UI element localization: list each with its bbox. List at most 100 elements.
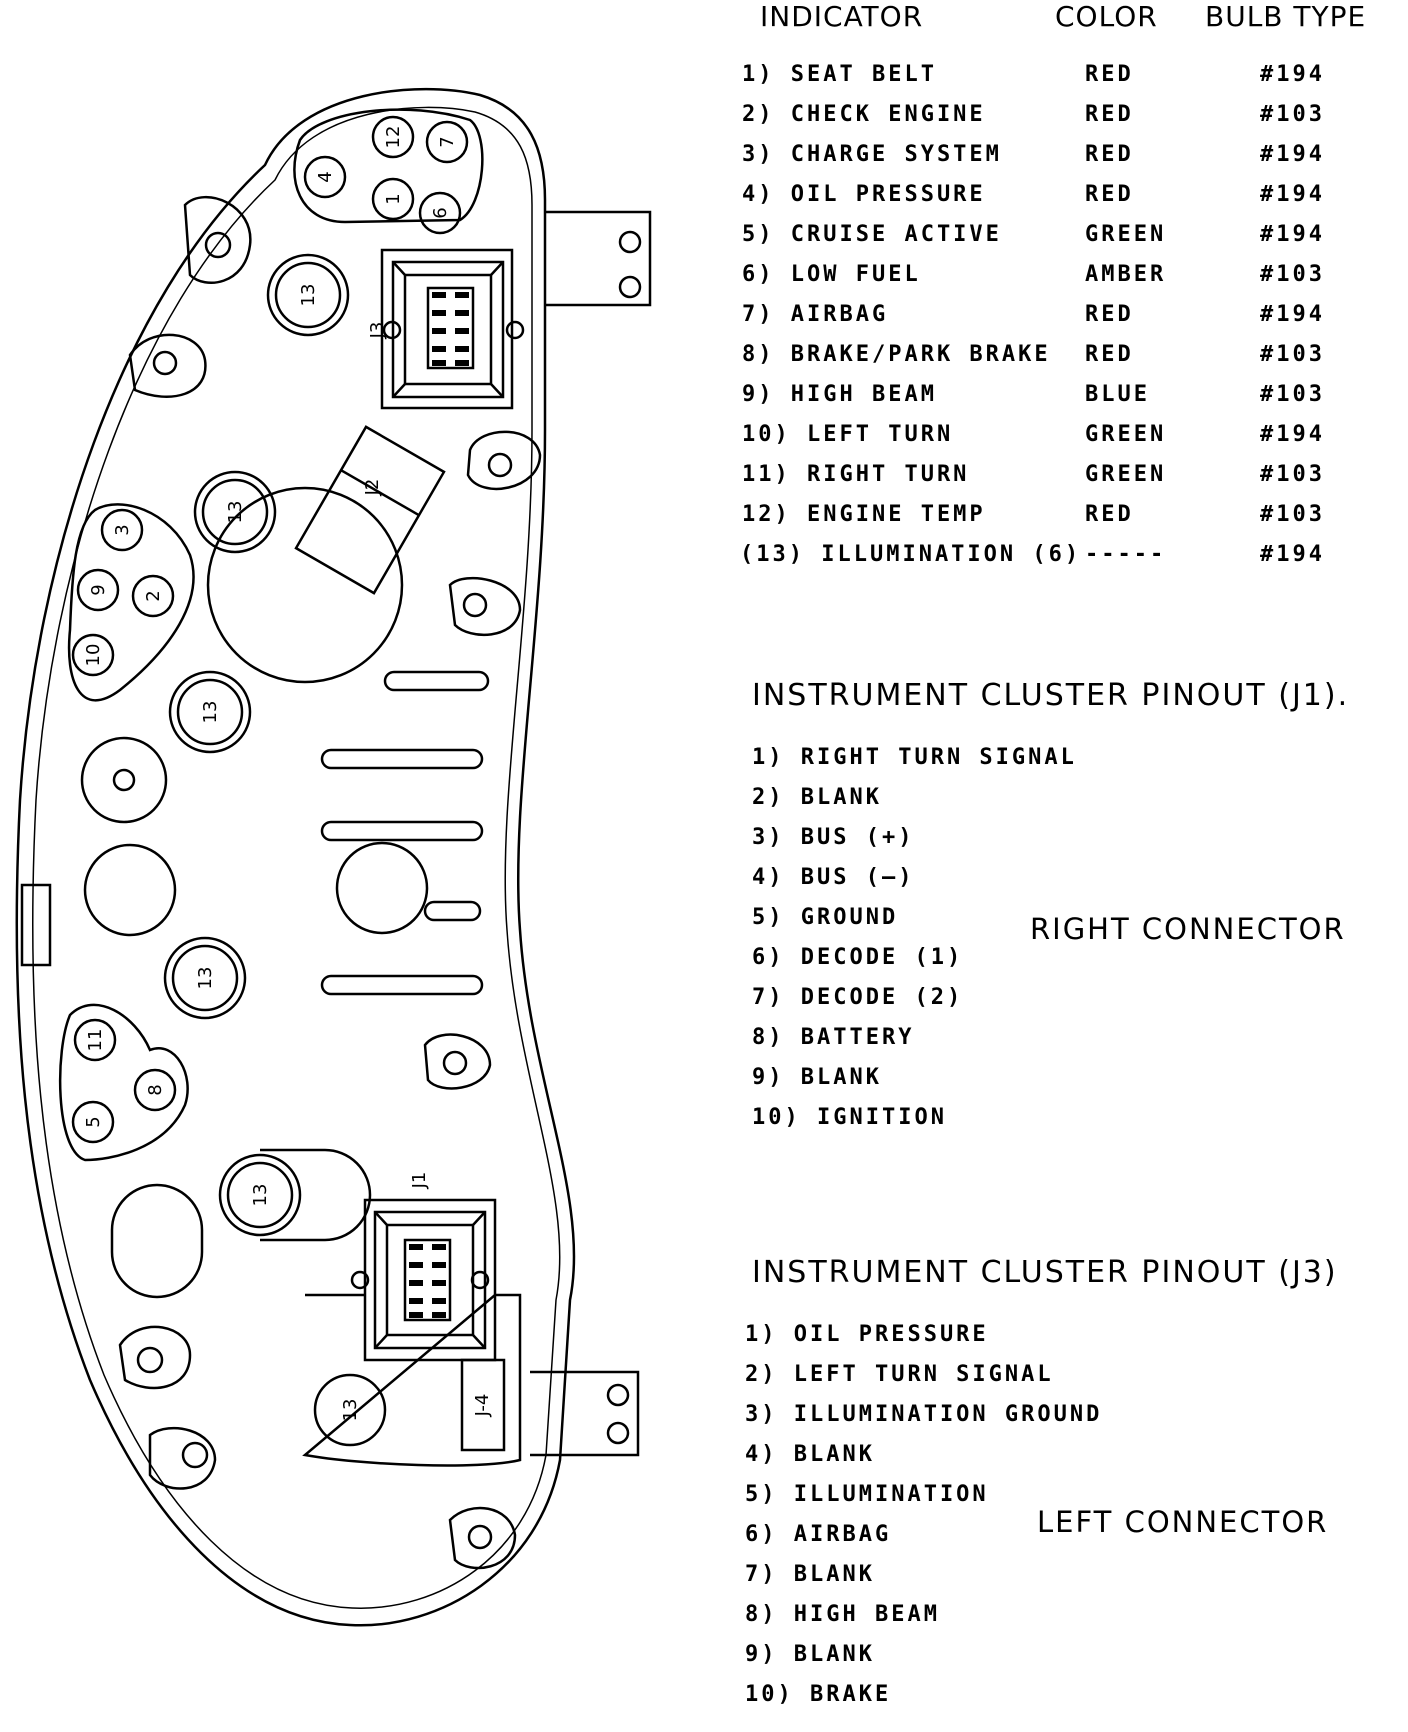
legend-row-indicator: 2) CHECK ENGINE — [742, 102, 986, 127]
illumination-socket-label: 13 — [298, 284, 319, 307]
gauge-opening-main — [206, 486, 404, 684]
legend-row-indicator: 8) BRAKE/PARK BRAKE — [742, 342, 1051, 367]
illumination-socket-label: 13 — [200, 701, 221, 724]
bulb-11-label: 11 — [85, 1029, 106, 1052]
legend-row-bulb: #103 — [1260, 102, 1325, 127]
j3-pin-item: 2) LEFT TURN SIGNAL — [745, 1362, 1054, 1387]
legend-row-bulb: #103 — [1260, 342, 1325, 367]
cluster-outline — [15, 87, 576, 1627]
right-connector-label: RIGHT CONNECTOR — [1030, 912, 1346, 946]
illumination-socket-label: 13 — [250, 1184, 271, 1207]
j1-pin-item: 1) RIGHT TURN SIGNAL — [752, 745, 1077, 770]
bulb-9-label: 9 — [88, 584, 109, 595]
bulb-8-label: 8 — [145, 1084, 166, 1095]
j3-pin-item: 7) BLANK — [745, 1562, 875, 1587]
j1-pin-item: 10) IGNITION — [752, 1105, 947, 1130]
legend-row-bulb: #103 — [1260, 502, 1325, 527]
legend-header-color: COLOR — [1055, 0, 1158, 33]
legend-row-indicator: 7) AIRBAG — [742, 302, 889, 327]
j2-label: J2 — [362, 479, 383, 497]
legend-row-bulb: #194 — [1260, 222, 1325, 247]
legend-row-indicator: 1) SEAT BELT — [742, 62, 937, 87]
legend-row-color: BLUE — [1085, 382, 1150, 407]
legend-row-bulb: #194 — [1260, 542, 1325, 567]
bulb-1-label: 1 — [383, 193, 404, 204]
legend-row-bulb: #194 — [1260, 302, 1325, 327]
legend-row-color: RED — [1085, 142, 1134, 167]
legend-header-bulb-type: BULB TYPE — [1205, 0, 1367, 33]
legend-row-bulb: #103 — [1260, 262, 1325, 287]
legend-row-indicator: 3) CHARGE SYSTEM — [742, 142, 1002, 167]
cluster-inner-outline — [31, 106, 561, 1609]
legend-header-indicator: INDICATOR — [760, 0, 924, 33]
legend-row-bulb: #103 — [1260, 462, 1325, 487]
legend-row-bulb: #194 — [1260, 62, 1325, 87]
legend-row-color: RED — [1085, 342, 1134, 367]
j1-pin-item: 6) DECODE (1) — [752, 945, 964, 970]
j3-pin-item: 6) AIRBAG — [745, 1522, 892, 1547]
legend-row-bulb: #194 — [1260, 142, 1325, 167]
j3-pin-item: 9) BLANK — [745, 1642, 875, 1667]
legend-row-color: AMBER — [1085, 262, 1167, 287]
j1-pinout-title: INSTRUMENT CLUSTER PINOUT (J1). — [752, 678, 1350, 713]
bulb-6-label: 6 — [430, 207, 451, 218]
right-bottom-mount-tab — [530, 1370, 640, 1457]
j1-pin-item: 8) BATTERY — [752, 1025, 915, 1050]
bulb-2-label: 2 — [143, 590, 164, 601]
j1-pin-item: 7) DECODE (2) — [752, 985, 964, 1010]
screw-boss-3 — [442, 1050, 468, 1076]
j3-label: J3 — [367, 322, 388, 340]
legend-row-indicator: 6) LOW FUEL — [742, 262, 921, 287]
legend-row-indicator: (13) ILLUMINATION (6) — [740, 542, 1082, 567]
j3-pin-item: 4) BLANK — [745, 1442, 875, 1467]
j3-pin-item: 5) ILLUMINATION — [745, 1482, 989, 1507]
j3-pin-item: 10) BRAKE — [745, 1682, 892, 1707]
legend-row-bulb: #194 — [1260, 422, 1325, 447]
bulb-10-label: 10 — [83, 644, 104, 667]
j1-label: J1 — [409, 1172, 430, 1190]
legend-row-indicator: 5) CRUISE ACTIVE — [742, 222, 1002, 247]
j1-pin-item: 9) BLANK — [752, 1065, 882, 1090]
j3-pin-item: 3) ILLUMINATION GROUND — [745, 1402, 1103, 1427]
screw-boss-2 — [487, 452, 513, 478]
screw-boss-1 — [204, 231, 232, 259]
illumination-socket-label: 13 — [340, 1399, 361, 1422]
legend-row-color: GREEN — [1085, 422, 1167, 447]
legend-row-indicator: 9) HIGH BEAM — [742, 382, 937, 407]
j1-pin-item: 5) GROUND — [752, 905, 899, 930]
j1-pin-item: 4) BUS (—) — [752, 865, 915, 890]
right-top-mount-tab — [545, 210, 652, 307]
legend-row-bulb: #103 — [1260, 382, 1325, 407]
left-connector-label: LEFT CONNECTOR — [1037, 1505, 1329, 1539]
legend-row-indicator: 10) LEFT TURN — [742, 422, 954, 447]
legend-row-bulb: #194 — [1260, 182, 1325, 207]
gauge-opening-lower — [110, 1183, 204, 1299]
legend-row-color: GREEN — [1085, 222, 1167, 247]
legend-row-color: RED — [1085, 502, 1134, 527]
legend-row-color: RED — [1085, 182, 1134, 207]
legend-row-color: GREEN — [1085, 462, 1167, 487]
bulb-7-label: 7 — [437, 136, 458, 147]
j1-pin-item: 3) BUS (+) — [752, 825, 915, 850]
bulb-3-label: 3 — [112, 524, 133, 535]
instrument-cluster-diagram: J3 J2 J1 J-4 13 13 13 13 13 13 4 12 7 1 … — [15, 87, 652, 1627]
j3-pin-item: 1) OIL PRESSURE — [745, 1322, 989, 1347]
legend-row-indicator: 11) RIGHT TURN — [742, 462, 970, 487]
legend-row-indicator: 12) ENGINE TEMP — [742, 502, 986, 527]
j1-pin-item: 2) BLANK — [752, 785, 882, 810]
j4-label: J-4 — [472, 1394, 493, 1418]
illumination-socket-label: 13 — [195, 967, 216, 990]
illumination-socket-label: 13 — [225, 501, 246, 524]
bulb-5-label: 5 — [83, 1116, 104, 1127]
legend-row-color: RED — [1085, 302, 1134, 327]
legend-row-color: ----- — [1085, 542, 1167, 567]
legend-row-color: RED — [1085, 102, 1134, 127]
gauge-opening-left — [83, 843, 177, 937]
legend-row-indicator: 4) OIL PRESSURE — [742, 182, 986, 207]
legend-row-color: RED — [1085, 62, 1134, 87]
gauge-opening-right — [335, 841, 429, 935]
bulb-12-label: 12 — [383, 126, 404, 149]
j3-pin-item: 8) HIGH BEAM — [745, 1602, 940, 1627]
j3-pinout-title: INSTRUMENT CLUSTER PINOUT (J3) — [752, 1255, 1338, 1290]
bulb-4-label: 4 — [315, 171, 336, 182]
